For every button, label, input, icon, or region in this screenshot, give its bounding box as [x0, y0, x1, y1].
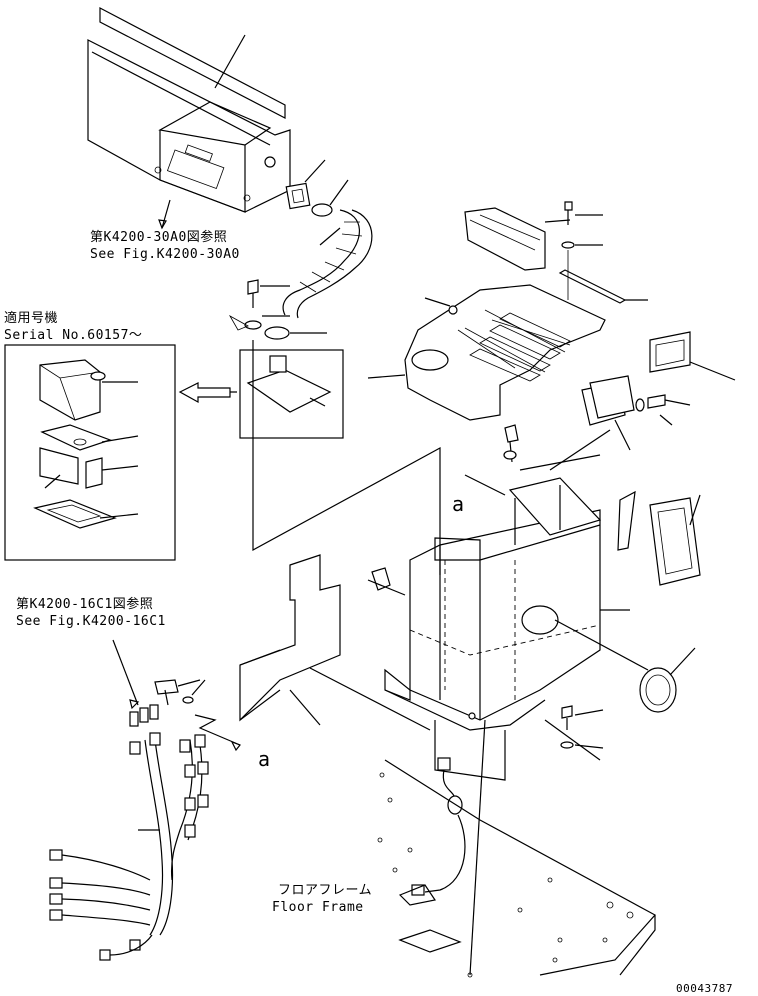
serial-jp: 適用号機 — [4, 311, 59, 326]
left-ref-en: See Fig.K4200-16C1 — [16, 614, 166, 629]
serial-en: Serial No.60157～ — [4, 328, 143, 343]
upper-console-assembly — [87, 7, 291, 230]
floor-frame-jp: フロアフレーム — [278, 883, 373, 898]
serial-variant-box — [4, 344, 176, 561]
leader-lines — [252, 340, 611, 976]
main-box-body — [367, 477, 630, 731]
lower-bolts — [503, 424, 604, 749]
inset-plate-detail — [178, 349, 344, 439]
floor-frame-en: Floor Frame — [272, 900, 364, 915]
document-number: 00043787 — [676, 982, 733, 995]
top-ref-en: See Fig.K4200-30A0 — [90, 247, 240, 262]
wire-harness — [49, 639, 241, 961]
side-panel-parts — [554, 490, 701, 713]
floor-harness — [398, 757, 466, 906]
marker-a-top: a — [452, 492, 465, 516]
left-ref-jp: 第K4200-16C1図参照 — [16, 597, 154, 612]
bolt-washer-set — [228, 279, 290, 331]
top-ref-jp: 第K4200-30A0図参照 — [90, 230, 228, 245]
duct-hose — [264, 159, 373, 340]
floor-frame — [377, 759, 656, 978]
marker-a-left: a — [258, 747, 271, 771]
vent-grille-parts — [581, 331, 736, 451]
insulation-pad — [239, 554, 431, 731]
upper-cover-assembly — [367, 201, 648, 421]
